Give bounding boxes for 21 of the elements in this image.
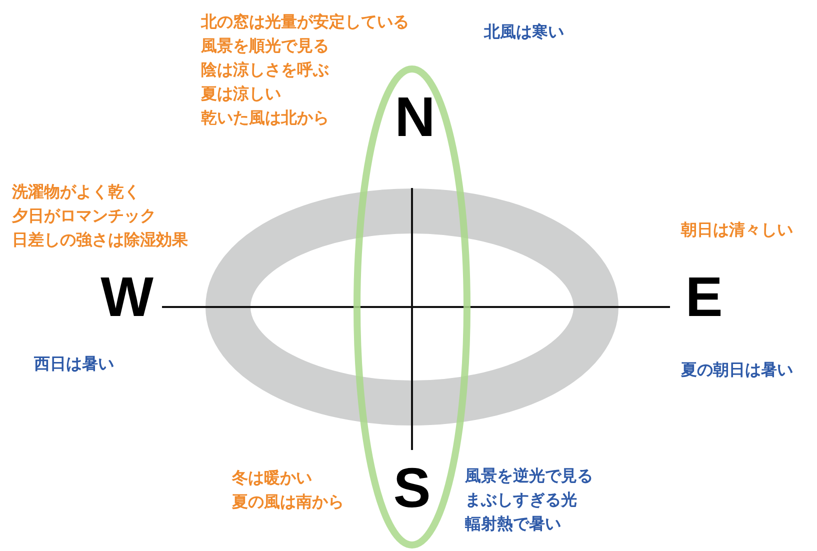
note-text: 陰は涼しさを呼ぶ: [201, 60, 329, 80]
note-text: 夏の朝日は暑い: [681, 360, 793, 380]
note-text: 西日は暑い: [34, 354, 114, 374]
note-text: 風景を順光で見る: [201, 36, 329, 56]
note-text: 冬は暖かい: [232, 468, 312, 488]
note-text: 夏は涼しい: [201, 84, 281, 104]
direction-letter: W: [100, 267, 154, 327]
note-text: まぶしすぎる光: [465, 490, 577, 510]
note-text: 北の窓は光量が安定している: [201, 12, 409, 32]
note-text: 朝日は清々しい: [681, 220, 793, 240]
note-text: 夕日がロマンチック: [12, 206, 156, 226]
note-text: 風景を逆光で見る: [465, 466, 593, 486]
note-text: 乾いた風は北から: [201, 108, 329, 128]
note-text: 夏の風は南から: [232, 492, 344, 512]
note-text: 北風は寒い: [484, 22, 564, 42]
direction-letter: E: [685, 267, 723, 327]
note-text: 日差しの強さは除湿効果: [12, 230, 188, 250]
note-text: 輻射熱で暑い: [465, 514, 561, 534]
direction-letter: S: [393, 458, 431, 518]
direction-letter: N: [394, 87, 436, 147]
note-text: 洗濯物がよく乾く: [12, 182, 140, 202]
